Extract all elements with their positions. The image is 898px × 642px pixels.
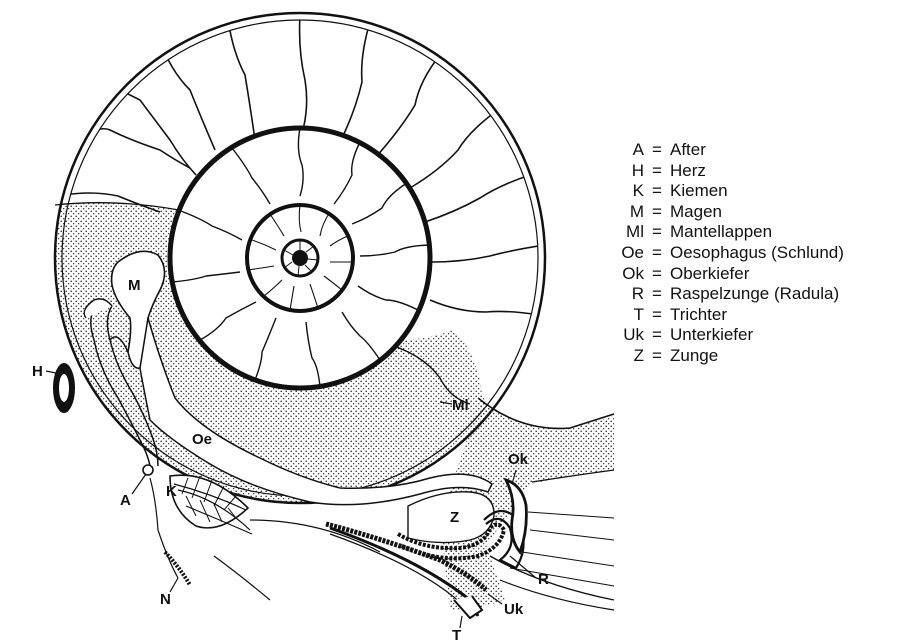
legend-abbr: T: [596, 305, 644, 326]
legend-row: Ok = Oberkiefer: [596, 264, 896, 285]
legend-abbr: Uk: [596, 325, 644, 346]
legend-equals: =: [644, 202, 670, 223]
legend-equals: =: [644, 346, 670, 367]
legend-term: After: [670, 140, 896, 161]
anus: [143, 465, 153, 475]
leader-a: [132, 474, 146, 494]
label-m: M: [128, 277, 141, 294]
legend-equals: =: [644, 264, 670, 285]
spiral-center: [282, 240, 318, 276]
legend-abbr: Z: [596, 346, 644, 367]
legend-term: Herz: [670, 161, 896, 182]
legend-row: Uk = Unterkiefer: [596, 325, 896, 346]
legend-row: Ml = Mantellappen: [596, 222, 896, 243]
legend-row: Oe = Oesophagus (Schlund): [596, 243, 896, 264]
legend-row: K = Kiemen: [596, 181, 896, 202]
leader-n: [170, 578, 178, 592]
legend-abbr: R: [596, 284, 644, 305]
legend: A = After H = Herz K = Kiemen M = Magen …: [596, 140, 896, 367]
legend-row: A = After: [596, 140, 896, 161]
label-t: T: [452, 627, 461, 642]
legend-abbr: M: [596, 202, 644, 223]
legend-equals: =: [644, 222, 670, 243]
legend-equals: =: [644, 305, 670, 326]
legend-term: Zunge: [670, 346, 896, 367]
legend-term: Magen: [670, 202, 896, 223]
label-n: N: [160, 591, 171, 608]
legend-equals: =: [644, 243, 670, 264]
legend-term: Oberkiefer: [670, 264, 896, 285]
legend-equals: =: [644, 161, 670, 182]
legend-abbr: A: [596, 140, 644, 161]
label-a: A: [120, 492, 131, 509]
label-z: Z: [450, 509, 459, 526]
legend-term: Trichter: [670, 305, 896, 326]
legend-abbr: K: [596, 181, 644, 202]
label-ok: Ok: [508, 451, 529, 468]
legend-row: Z = Zunge: [596, 346, 896, 367]
label-oe: Oe: [192, 431, 212, 448]
legend-abbr: Ok: [596, 264, 644, 285]
legend-row: M = Magen: [596, 202, 896, 223]
label-ml: Ml: [452, 397, 469, 414]
legend-term: Kiemen: [670, 181, 896, 202]
label-k: K: [166, 483, 177, 500]
leader-h: [46, 371, 56, 373]
legend-equals: =: [644, 284, 670, 305]
label-uk: Uk: [504, 601, 524, 618]
legend-row: R = Raspelzunge (Radula): [596, 284, 896, 305]
legend-term: Raspelzunge (Radula): [670, 284, 896, 305]
heart-inner: [59, 374, 69, 402]
legend-equals: =: [644, 325, 670, 346]
legend-abbr: Ml: [596, 222, 644, 243]
legend-term: Unterkiefer: [670, 325, 896, 346]
legend-row: H = Herz: [596, 161, 896, 182]
legend-equals: =: [644, 140, 670, 161]
legend-row: T = Trichter: [596, 305, 896, 326]
legend-abbr: H: [596, 161, 644, 182]
label-r: R: [538, 571, 549, 588]
legend-term: Oesophagus (Schlund): [670, 243, 896, 264]
legend-term: Mantellappen: [670, 222, 896, 243]
legend-abbr: Oe: [596, 243, 644, 264]
legend-equals: =: [644, 181, 670, 202]
label-h: H: [32, 363, 43, 380]
